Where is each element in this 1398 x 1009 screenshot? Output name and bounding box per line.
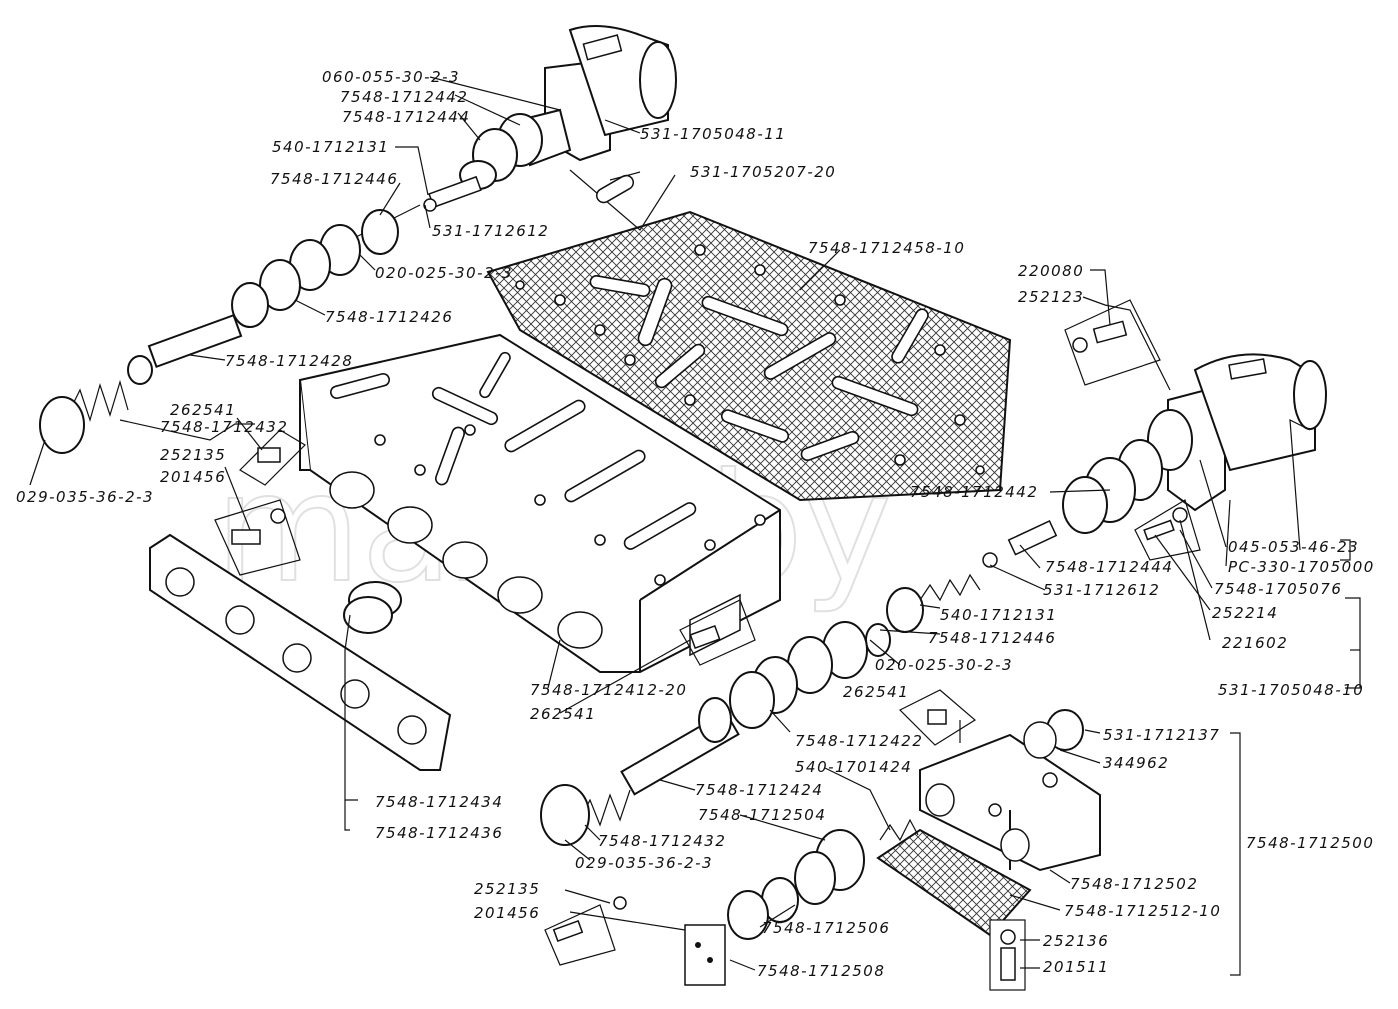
bolt-262541-left (239, 429, 306, 486)
label-l04: 540-1712131 (272, 138, 389, 156)
bolt-220080-252123 (1064, 299, 1161, 386)
label-l31: 531-1705048-10 (1218, 681, 1364, 699)
label-l27: PC-330-1705000 (1228, 558, 1375, 576)
spring-540-1701424 (879, 818, 919, 842)
plug-7548-1712436 (343, 581, 402, 634)
bracket-pin-531-1705207-20 (569, 169, 676, 231)
label-l49: 201511 (1043, 958, 1109, 976)
label-l20: 7548-1712442 (910, 483, 1038, 501)
label-l16: 531-1705207-20 (690, 163, 836, 181)
spool-lower (540, 697, 740, 846)
label-l19: 252123 (1018, 288, 1084, 306)
bolt-262541-lower (898, 689, 977, 746)
label-l13: 201456 (160, 468, 226, 486)
label-l42: 7548-1712436 (375, 824, 503, 842)
gasket-plate-7548-1712458-10 (486, 210, 1012, 502)
label-l02: 7548-1712442 (340, 88, 468, 106)
label-l12: 252135 (160, 446, 226, 464)
label-l08: 7548-1712426 (325, 308, 453, 326)
piston-7548-1712506 (727, 877, 799, 940)
label-l26: 045-053-46-23 (1228, 538, 1359, 556)
plate-7548-1712512-10 (876, 828, 1032, 937)
label-l24: 7548-1712446 (928, 629, 1056, 647)
label-l44: 344962 (1103, 754, 1169, 772)
valve-body-7548-1712412-20 (298, 333, 781, 673)
plate-7548-1712508 (684, 924, 726, 986)
label-l07: 020-025-30-2-3 (375, 264, 513, 282)
label-l01: 060-055-30-2-3 (322, 68, 460, 86)
label-l30: 221602 (1222, 634, 1288, 652)
label-l09: 7548-1712428 (225, 352, 353, 370)
label-l03: 7548-1712444 (342, 108, 470, 126)
label-l22: 531-1712612 (1043, 581, 1160, 599)
label-l47: 7548-1712512-10 (1064, 902, 1221, 920)
piston-7548-1712504 (794, 829, 865, 905)
spool-upper-left (127, 108, 572, 385)
label-l11: 7548-1712432 (160, 418, 288, 436)
label-l40: 029-035-36-2-3 (575, 854, 713, 872)
bolt-262541-center (679, 599, 756, 666)
label-l17: 7548-1712458-10 (808, 239, 965, 257)
label-l14: 029-035-36-2-3 (16, 488, 154, 506)
label-l51: 7548-1712508 (757, 962, 885, 980)
label-l23: 540-1712131 (940, 606, 1057, 624)
bolt-252135-201456-lower (544, 896, 627, 966)
label-l53: 201456 (474, 904, 540, 922)
label-l45: 7548-1712500 (1246, 834, 1374, 852)
bolt-252136-201511 (989, 919, 1026, 991)
spring-7548-1712432 (39, 379, 129, 454)
gasket-strip-7548-1712434 (149, 533, 452, 771)
label-l48: 252136 (1043, 932, 1109, 950)
label-l41: 7548-1712434 (375, 793, 503, 811)
label-l34: 262541 (843, 683, 909, 701)
label-l29: 252214 (1212, 604, 1278, 622)
label-l43: 531-1712137 (1103, 726, 1220, 744)
label-l39: 7548-1712432 (598, 832, 726, 850)
bolt-252135-201456-left (214, 499, 301, 576)
label-l50: 7548-1712506 (762, 919, 890, 937)
label-l10: 262541 (170, 401, 236, 419)
leader-lines (29, 76, 1361, 976)
label-l33: 262541 (530, 705, 596, 723)
label-l05: 7548-1712446 (270, 170, 398, 188)
label-l35: 7548-1712422 (795, 732, 923, 750)
label-l36: 540-1701424 (795, 758, 912, 776)
label-l18: 220080 (1018, 262, 1084, 280)
label-l25: 020-025-30-2-3 (875, 656, 1013, 674)
label-l06: 531-1712612 (432, 222, 549, 240)
part-labels: 060-055-30-2-3 7548-1712442 7548-1712444… (16, 68, 1375, 980)
label-l37: 7548-1712424 (695, 781, 823, 799)
bolt-252214-221602 (1134, 499, 1201, 561)
label-l46: 7548-1712502 (1070, 875, 1198, 893)
block-7548-1712500 (919, 709, 1101, 872)
label-l15: 531-1705048-11 (640, 125, 786, 143)
label-l52: 252135 (474, 880, 540, 898)
label-l32: 7548-1712412-20 (530, 681, 687, 699)
label-l21: 7548-1712444 (1045, 558, 1173, 576)
label-l28: 7548-1705076 (1214, 580, 1342, 598)
label-l38: 7548-1712504 (698, 806, 826, 824)
